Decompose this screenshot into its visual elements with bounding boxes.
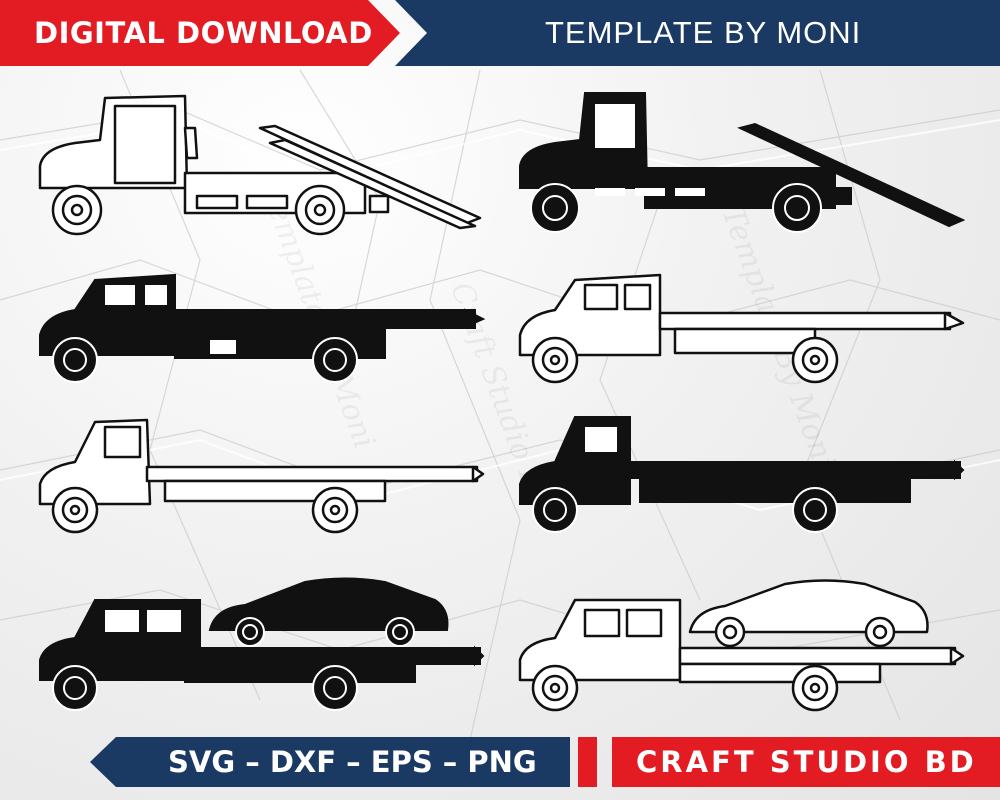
template-by-banner: TEMPLATE BY MONI xyxy=(395,0,1000,66)
extended-cab-flatbed-silhouette-icon xyxy=(39,273,485,383)
craft-studio-banner: CRAFT STUDIO BD xyxy=(612,737,1000,787)
file-formats-label: SVG – DXF – EPS – PNG xyxy=(168,745,537,779)
flatbed-tow-truck-outline-icon xyxy=(38,418,485,534)
digital-download-label: DIGITAL DOWNLOAD xyxy=(34,16,373,50)
flatbed-carrying-car-outline-icon xyxy=(518,579,965,712)
flatbed-carrying-car-silhouette-icon xyxy=(39,577,485,711)
red-accent-bar xyxy=(578,737,597,787)
craft-studio-label: CRAFT STUDIO BD xyxy=(636,745,977,779)
template-by-label: TEMPLATE BY MONI xyxy=(545,15,862,50)
rollback-tow-truck-silhouette-icon xyxy=(519,92,965,233)
flatbed-tow-truck-silhouette-icon xyxy=(519,416,965,533)
file-formats-banner: SVG – DXF – EPS – PNG xyxy=(90,737,570,787)
rollback-tow-truck-outline-icon xyxy=(38,94,482,236)
extended-cab-flatbed-outline-icon xyxy=(518,273,965,384)
digital-download-banner: DIGITAL DOWNLOAD xyxy=(0,0,400,66)
